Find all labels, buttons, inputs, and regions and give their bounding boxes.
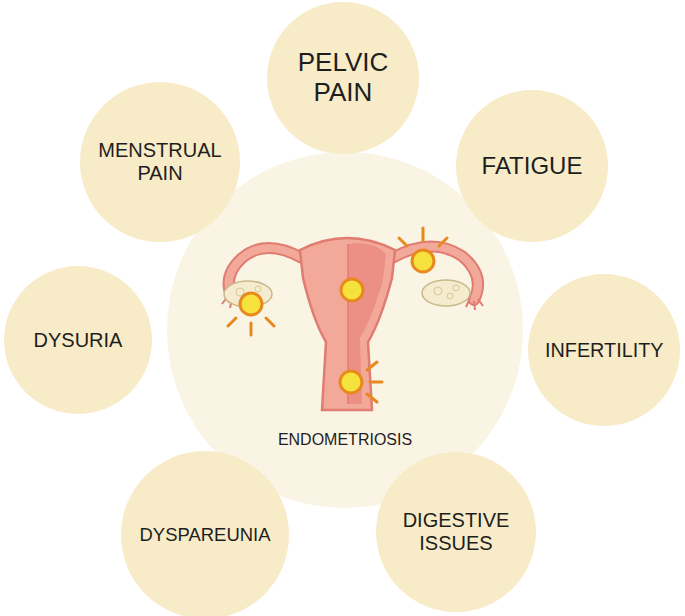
ovary bbox=[422, 280, 470, 306]
symptom-circle: MENSTRUAL PAIN bbox=[80, 82, 240, 242]
symptom-circle: DYSURIA bbox=[4, 266, 152, 414]
lesion-rays bbox=[228, 228, 447, 402]
center-label: ENDOMETRIOSIS bbox=[167, 431, 523, 449]
symptom-label: FATIGUE bbox=[456, 152, 608, 180]
uterus-body bbox=[300, 238, 395, 410]
endometriosis-lesion bbox=[240, 250, 434, 393]
symptom-circle: PELVIC PAIN bbox=[267, 2, 419, 154]
symptom-label: MENSTRUAL PAIN bbox=[80, 139, 240, 185]
symptom-label: PELVIC PAIN bbox=[267, 48, 419, 108]
symptom-label: DYSURIA bbox=[4, 329, 152, 352]
symptom-circle: INFERTILITY bbox=[528, 274, 680, 426]
symptom-label: DYSPAREUNIA bbox=[121, 524, 289, 545]
symptom-label: INFERTILITY bbox=[528, 339, 680, 362]
symptom-circle: DIGESTIVE ISSUES bbox=[376, 452, 536, 612]
symptom-circle: FATIGUE bbox=[456, 90, 608, 242]
symptom-circle: DYSPAREUNIA bbox=[121, 451, 289, 616]
symptom-label: DIGESTIVE ISSUES bbox=[376, 509, 536, 555]
